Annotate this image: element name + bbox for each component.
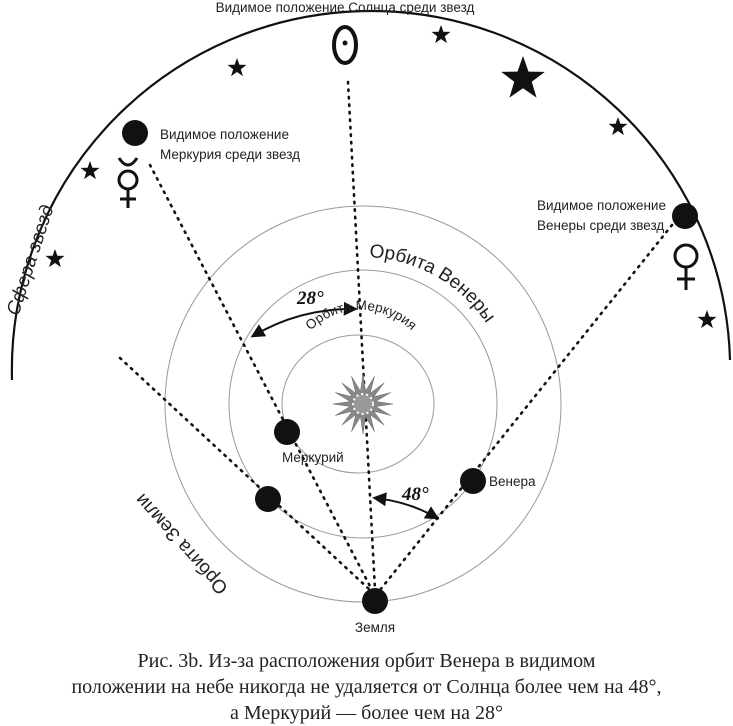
mercury-apparent-dot: [122, 120, 148, 146]
venus-apparent-label: Видимое положение: [537, 198, 666, 213]
star-icon: [431, 25, 451, 44]
venus-apparent-dot: [672, 203, 698, 229]
star-icon: [501, 56, 545, 98]
solar-diagram: 28° 48° Видимое положение Солнца среди з…: [3, 0, 732, 635]
mercury-label: Меркурий: [282, 450, 344, 465]
venus-label: Венера: [489, 474, 536, 489]
sightline-sun: [346, 80, 377, 592]
angle-arrow-28: [250, 301, 358, 338]
star-icon: [608, 117, 628, 136]
mercury-symbol-icon: [117, 157, 139, 208]
venus-symbol-icon: [673, 243, 699, 290]
sightline-mercury-max: [118, 356, 372, 592]
angle-arrow-48: [372, 492, 440, 520]
mercury-apparent-label: Меркурия среди звезд: [160, 147, 300, 162]
sun-symbol-icon: [332, 25, 358, 65]
mercury-orbit: [281, 334, 435, 474]
star-icon: [45, 249, 65, 268]
mercury-planet: [274, 419, 300, 445]
venus-planet: [460, 468, 486, 494]
star-sphere-arc: [10, 9, 732, 381]
sun-apparent-label: Видимое положение Солнца среди звезд: [216, 0, 475, 15]
sun-icon: [332, 373, 394, 435]
earth-planet: [362, 588, 388, 614]
mercury-apparent-label: Видимое положение: [160, 127, 289, 142]
angle-label-28: 28°: [296, 288, 324, 309]
star-icon: [227, 58, 247, 77]
star-icon: [80, 161, 100, 180]
figure-caption: Рис. 3b. Из-за расположения орбит Венера…: [0, 648, 733, 726]
venus-orbit: [228, 269, 498, 539]
star-icon: [697, 310, 717, 329]
earth-orbit-label: Орбита Земли: [131, 489, 232, 598]
mercury-max-elongation-planet: [255, 486, 281, 512]
caption-line: положении на небе никогда не удаляется о…: [71, 676, 662, 698]
caption-line: Рис. 3b. Из-за расположения орбит Венера…: [137, 650, 596, 672]
caption-line: а Меркурий — более чем на 28°: [230, 702, 503, 724]
earth-label: Земля: [355, 620, 395, 635]
star-sphere-label: Сфера звезд: [3, 203, 58, 318]
sightline-mercury: [148, 163, 374, 592]
sightline-venus: [378, 223, 674, 592]
angle-label-48: 48°: [401, 484, 429, 505]
venus-apparent-label: Венеры среди звезд: [537, 218, 664, 233]
